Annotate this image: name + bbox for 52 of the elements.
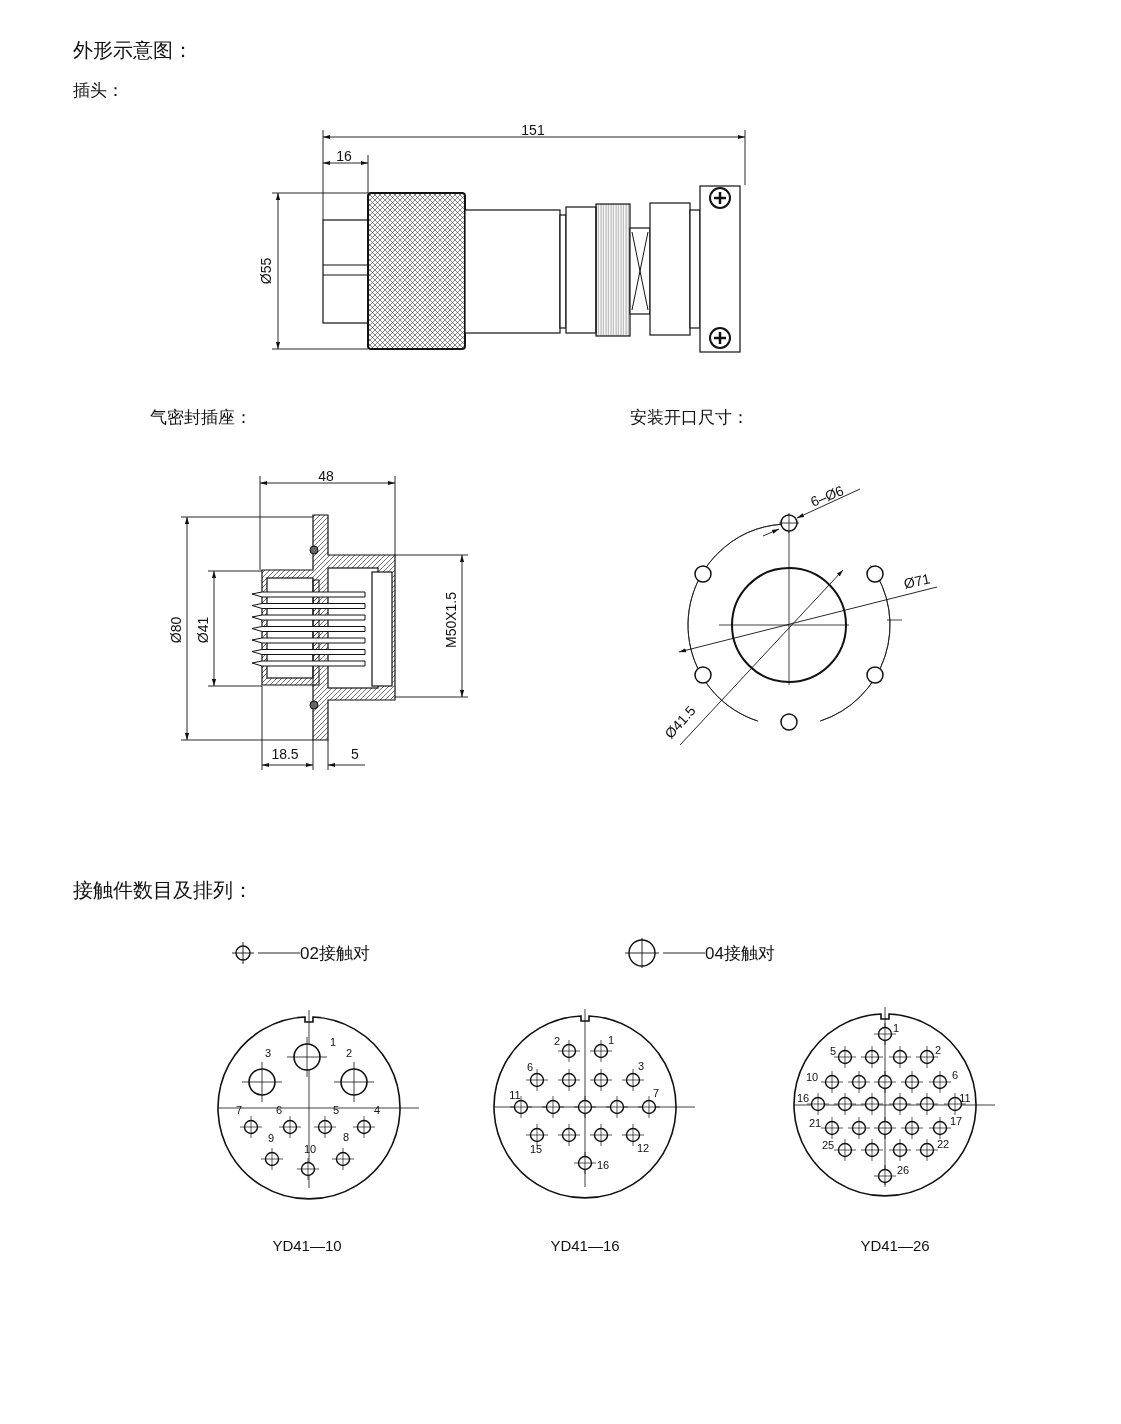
model-label: YD41—26 — [860, 1237, 930, 1253]
pin-number: 3 — [637, 1060, 645, 1072]
dimension-label: Ø55 — [259, 257, 273, 285]
dimension-label: Ø80 — [169, 616, 183, 644]
pin-number: 1 — [607, 1034, 615, 1046]
pin-number: 22 — [936, 1138, 950, 1150]
dimension-label: 5 — [351, 747, 359, 761]
pin-number: 5 — [332, 1104, 340, 1116]
pin-number: 4 — [373, 1104, 381, 1116]
section-heading: 外形示意图： — [73, 40, 193, 60]
dimension-label: 6–Ø6 — [808, 483, 846, 509]
dimension-label: Ø41 — [196, 616, 210, 644]
pin-number: 6 — [526, 1061, 534, 1073]
pin-number: 6 — [275, 1104, 283, 1116]
pin-number: 10 — [805, 1071, 819, 1083]
section-heading: 气密封插座： — [150, 408, 252, 426]
pin-number: 2 — [345, 1047, 353, 1059]
dimension-label: 48 — [318, 469, 334, 483]
pin-number: 6 — [951, 1069, 959, 1081]
model-label: YD41—16 — [550, 1237, 620, 1253]
legend-label: 02接触对 — [300, 942, 370, 965]
pin-number: 11 — [959, 1092, 971, 1104]
pin-number: 2 — [553, 1035, 561, 1047]
section-heading: 插头： — [73, 81, 124, 99]
dimension-label: 151 — [521, 123, 545, 137]
pin-number: 16 — [596, 1159, 610, 1171]
dimension-label: Ø71 — [902, 571, 932, 591]
section-heading: 安装开口尺寸： — [630, 408, 749, 426]
dimension-label: M50X1.5 — [444, 592, 458, 648]
legend-label: 04接触对 — [705, 942, 775, 965]
pin-number: 8 — [342, 1131, 350, 1143]
dimension-label: 18.5 — [271, 747, 299, 761]
pin-number: 21 — [808, 1117, 822, 1129]
model-label: YD41—10 — [272, 1237, 342, 1253]
pin-number: 2 — [934, 1044, 942, 1056]
pin-number: 1 — [329, 1036, 337, 1048]
pin-number: 9 — [267, 1132, 275, 1144]
pin-number: 5 — [829, 1045, 837, 1057]
pin-number: 10 — [303, 1143, 317, 1155]
pin-number: 26 — [896, 1164, 910, 1176]
dimension-label: 16 — [336, 149, 352, 163]
pin-number: 11 — [509, 1089, 521, 1101]
section-heading: 接触件数目及排列： — [73, 880, 253, 900]
pin-number: 17 — [949, 1115, 963, 1127]
pin-number: 7 — [652, 1087, 660, 1099]
pin-number: 7 — [235, 1104, 243, 1116]
pin-number: 25 — [821, 1139, 835, 1151]
pin-number: 12 — [636, 1142, 650, 1154]
pin-number: 3 — [264, 1047, 272, 1059]
pin-number: 15 — [529, 1143, 543, 1155]
pin-number: 1 — [892, 1022, 900, 1034]
pin-number: 16 — [796, 1092, 810, 1104]
